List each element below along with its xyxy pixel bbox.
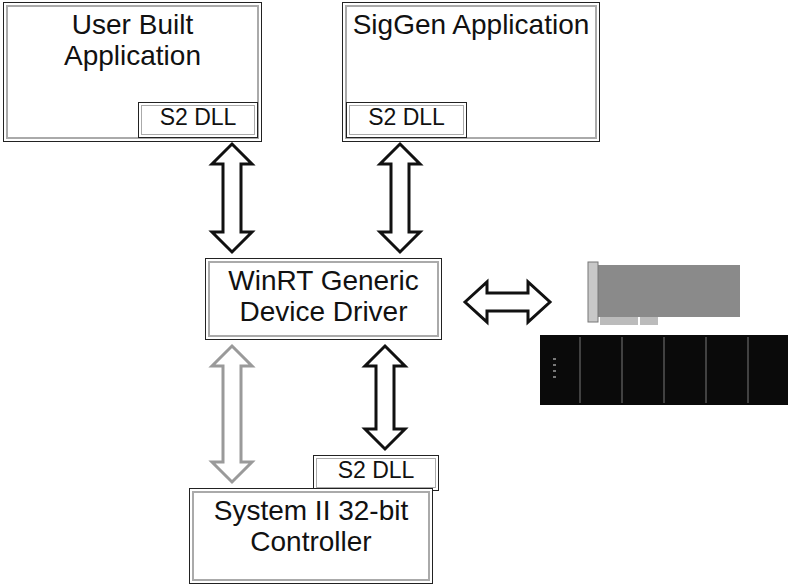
process-box: SigGen Application S2 DLL (342, 2, 600, 142)
dll-box: S2 DLL (313, 455, 439, 491)
double-arrow (212, 144, 252, 252)
process-box: User Built Application S2 DLL (3, 2, 262, 142)
box-label: User Built Application (4, 3, 261, 77)
process-box: System II 32-bit Controller (189, 488, 433, 584)
dll-label: S2 DLL (347, 103, 466, 131)
card-bracket (588, 262, 598, 322)
card-connector (600, 317, 638, 325)
rack-slot (580, 337, 748, 403)
dll-label: S2 DLL (314, 456, 438, 484)
rack-chassis (540, 335, 788, 405)
double-arrow (380, 144, 420, 252)
double-arrow (365, 346, 405, 449)
link-arrow (465, 282, 550, 322)
box-label: WinRT Generic Device Driver (206, 259, 441, 333)
double-arrow (212, 346, 252, 482)
card-connector (640, 317, 658, 325)
process-box: WinRT Generic Device Driver (205, 258, 442, 340)
rack-leds (553, 358, 556, 378)
dll-label: S2 DLL (139, 103, 257, 131)
dll-box: S2 DLL (138, 102, 258, 138)
box-label: SigGen Application (343, 3, 599, 46)
dll-box: S2 DLL (346, 102, 467, 138)
box-label: System II 32-bit Controller (190, 489, 432, 563)
pci-card (597, 265, 740, 317)
